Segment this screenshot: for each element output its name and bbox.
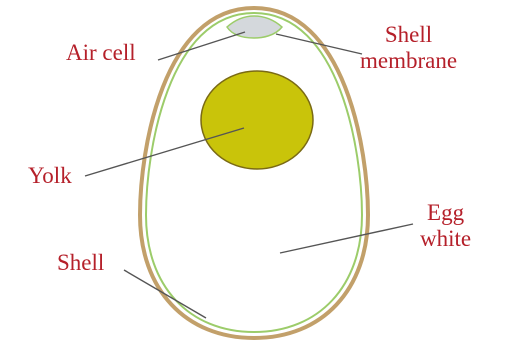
label-egg-white-line1: Egg bbox=[420, 200, 471, 226]
label-air-cell: Air cell bbox=[66, 40, 136, 66]
label-shell-membrane: Shell membrane bbox=[360, 22, 457, 74]
yolk bbox=[201, 71, 313, 169]
label-shell-membrane-line1: Shell bbox=[360, 22, 457, 48]
label-egg-white: Egg white bbox=[420, 200, 471, 252]
label-egg-white-line2: white bbox=[420, 226, 471, 252]
shell-outer bbox=[140, 8, 368, 338]
label-yolk: Yolk bbox=[28, 163, 72, 189]
label-shell-membrane-line2: membrane bbox=[360, 48, 457, 74]
label-shell: Shell bbox=[57, 250, 104, 276]
